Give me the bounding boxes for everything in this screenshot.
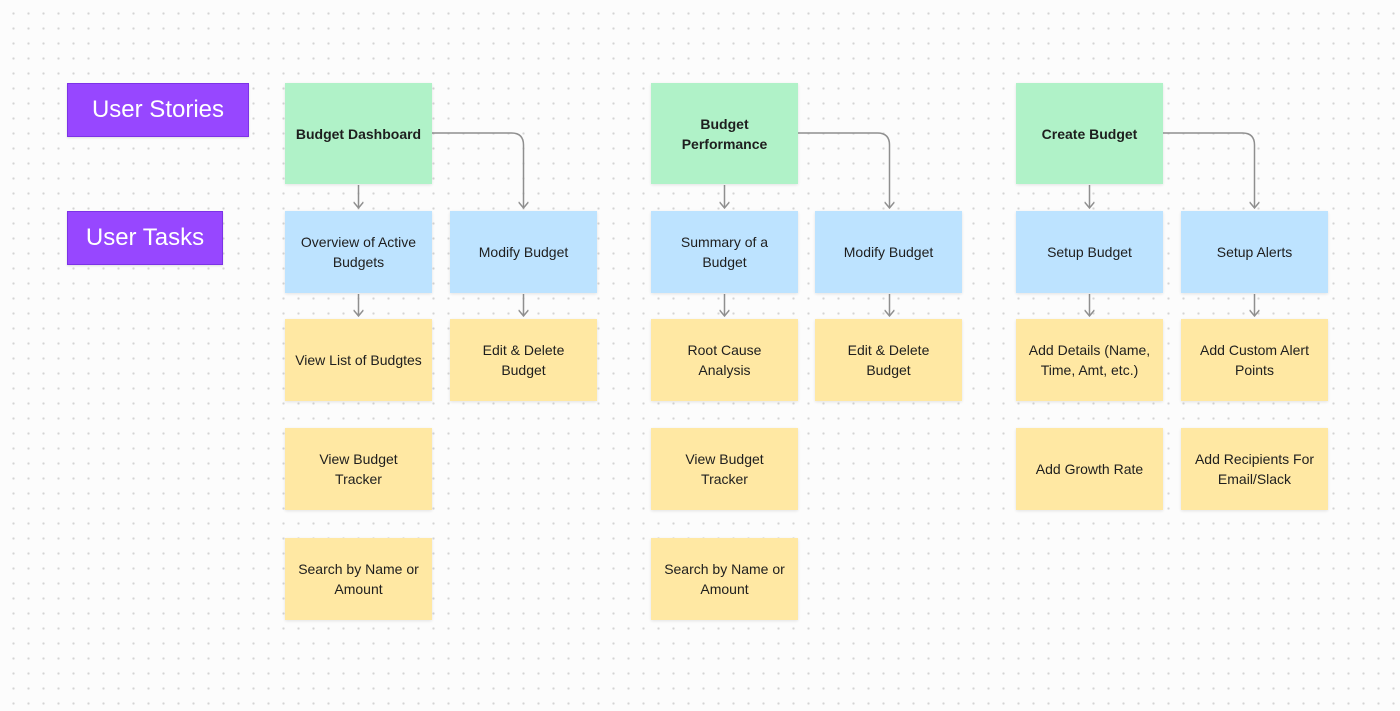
task-card[interactable]: Modify Budget [450,211,597,293]
task-card[interactable]: Setup Budget [1016,211,1163,293]
detail-card[interactable]: Add Growth Rate [1016,428,1163,510]
story-card[interactable]: Create Budget [1016,83,1163,184]
detail-card[interactable]: Edit & Delete Budget [815,319,962,401]
user-stories-label[interactable]: User Stories [67,83,249,137]
task-card[interactable]: Overview of Active Budgets [285,211,432,293]
detail-card[interactable]: Edit & Delete Budget [450,319,597,401]
story-card[interactable]: Budget Performance [651,83,798,184]
detail-card[interactable]: View List of Budgtes [285,319,432,401]
task-card[interactable]: Summary of a Budget [651,211,798,293]
detail-card[interactable]: Search by Name or Amount [285,538,432,620]
detail-card[interactable]: Search by Name or Amount [651,538,798,620]
task-card[interactable]: Modify Budget [815,211,962,293]
connector-arrow [432,132,524,208]
task-card[interactable]: Setup Alerts [1181,211,1328,293]
detail-card[interactable]: View Budget Tracker [651,428,798,510]
detail-card[interactable]: Add Recipients For Email/Slack [1181,428,1328,510]
connector-arrow [798,132,890,208]
story-card[interactable]: Budget Dashboard [285,83,432,184]
detail-card[interactable]: View Budget Tracker [285,428,432,510]
detail-card[interactable]: Add Details (Name, Time, Amt, etc.) [1016,319,1163,401]
detail-card[interactable]: Root Cause Analysis [651,319,798,401]
detail-card[interactable]: Add Custom Alert Points [1181,319,1328,401]
connector-arrow [1163,132,1255,208]
user-tasks-label[interactable]: User Tasks [67,211,223,265]
